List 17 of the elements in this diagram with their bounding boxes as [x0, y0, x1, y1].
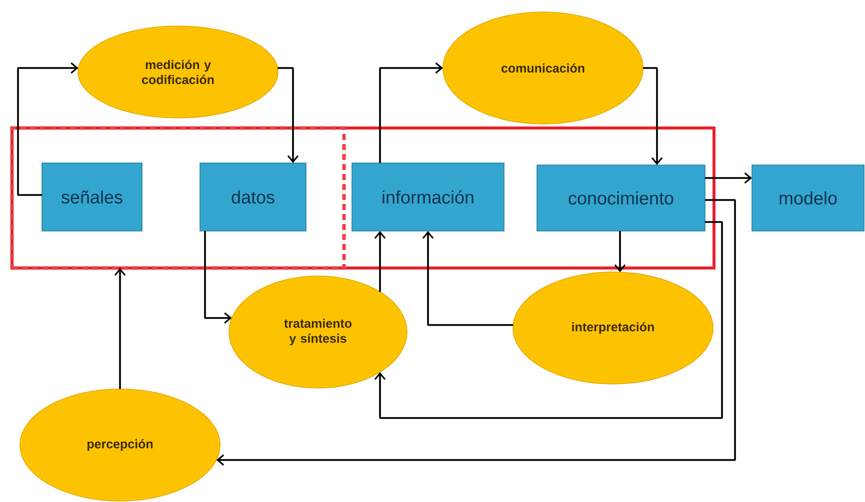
arrow — [204, 230, 232, 324]
arrow — [705, 172, 752, 184]
arrow — [374, 231, 386, 292]
arrow — [614, 230, 626, 272]
arrow — [374, 221, 723, 419]
arrow — [216, 199, 736, 466]
process-box: datos — [200, 162, 306, 232]
process-box: conocimiento — [536, 164, 706, 232]
process-box: información — [352, 162, 504, 232]
arrow — [114, 268, 126, 389]
arrow — [422, 231, 514, 326]
process-box: modelo — [752, 164, 864, 232]
arrow — [379, 62, 443, 163]
arrow — [17, 62, 78, 196]
group-frame — [10, 126, 716, 270]
group-frame — [10, 126, 346, 270]
process-box: señales — [42, 162, 142, 232]
